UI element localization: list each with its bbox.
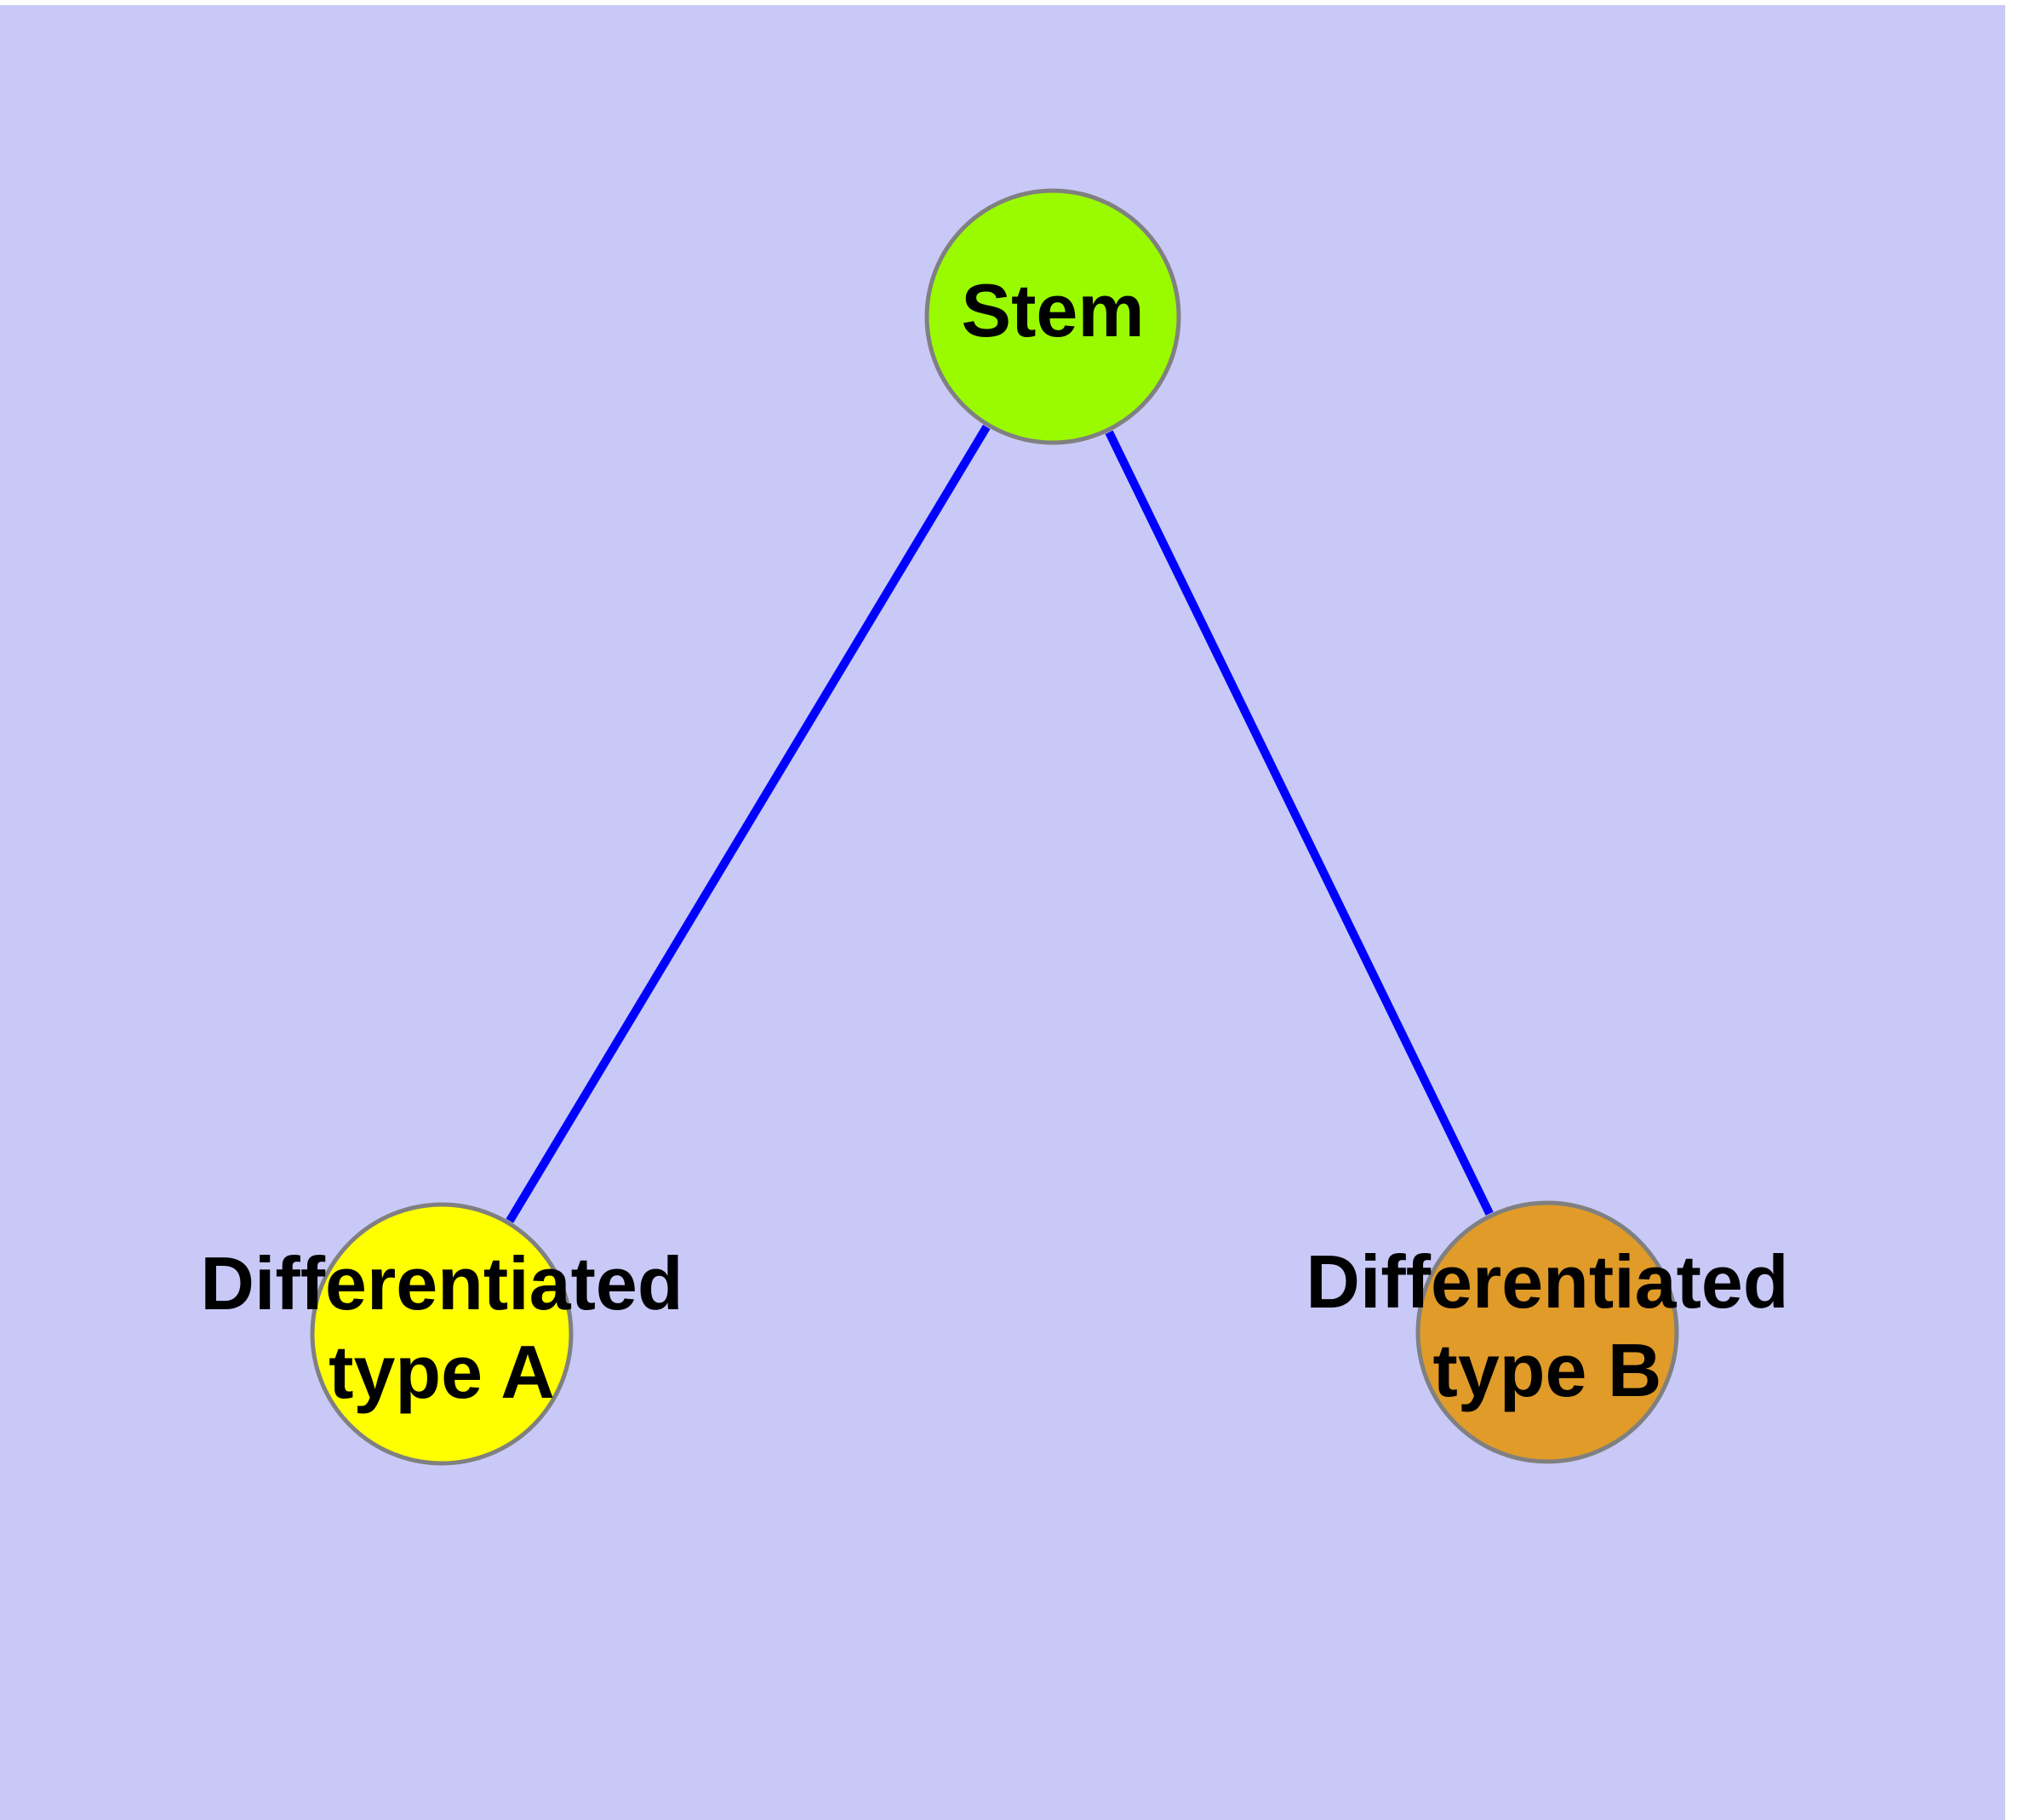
node-label-line: Differentiated xyxy=(200,1241,683,1325)
node-label-line: type A xyxy=(329,1330,555,1414)
node-circle-diff_a[interactable] xyxy=(310,1202,574,1466)
edges-group xyxy=(506,424,1494,1223)
node-label-line: Stem xyxy=(961,268,1144,352)
node-label-stem: Stem xyxy=(961,268,1144,352)
graph-node-stem[interactable]: Stem xyxy=(924,188,1181,445)
node-circle-stem[interactable] xyxy=(924,188,1181,445)
graph-edge xyxy=(1105,430,1494,1216)
graph-edge xyxy=(506,424,991,1223)
node-label-line: Differentiated xyxy=(1306,1239,1788,1324)
node-label-line: type B xyxy=(1433,1328,1662,1412)
node-circle-diff_b[interactable] xyxy=(1415,1200,1679,1464)
